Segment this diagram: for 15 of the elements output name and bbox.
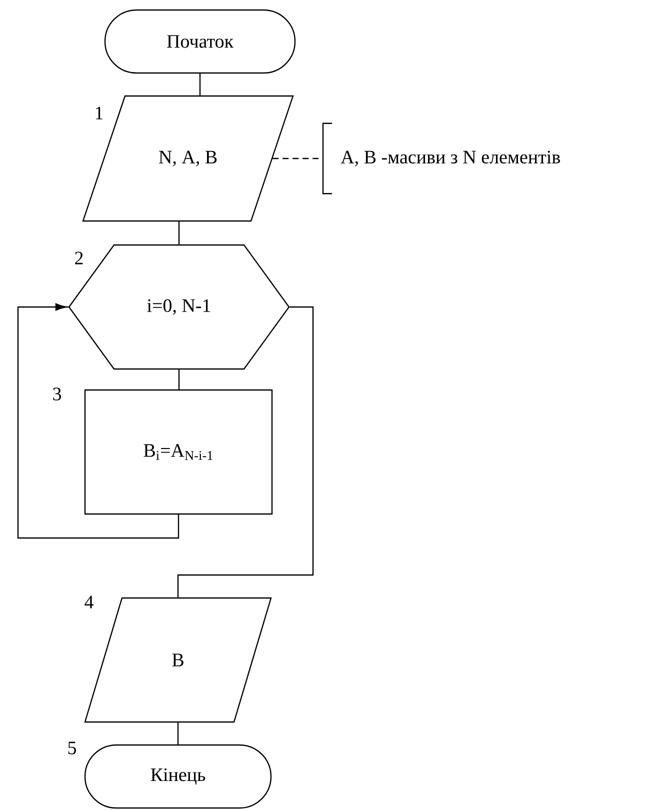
step-number: 5 <box>68 742 76 754</box>
step-number: 3 <box>53 388 62 400</box>
terminal-box: Кінець <box>84 744 272 809</box>
process-box: B$_{i}$=A$_{N-i-1}$ <box>84 389 273 515</box>
terminal-box: Початок <box>104 9 296 74</box>
comment-bracket: A, B -масиви з N елементів <box>322 122 560 194</box>
step-number: 2 <box>75 252 83 264</box>
connector-line <box>177 306 314 598</box>
flow-arrow <box>17 303 180 539</box>
step-number: 1 <box>96 106 103 120</box>
connector-line <box>199 74 201 96</box>
connector-line <box>177 722 179 744</box>
step-number: 4 <box>84 596 94 608</box>
connector-line <box>178 370 180 390</box>
connector-line <box>178 222 180 244</box>
